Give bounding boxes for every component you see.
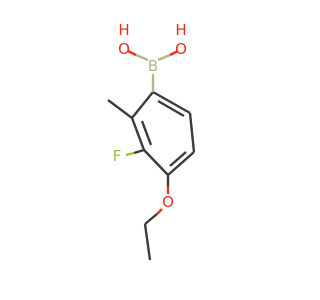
ring-bond-c1-c2 [131,91,154,119]
hydroxyl-right-hydrogen-label: H [175,21,186,39]
ring-bond-c3-c4 [143,149,169,176]
boron-atom-label: B [148,57,158,75]
bond-c2-methyl [107,99,133,119]
bond-o-right-b [169,49,179,57]
bond-o-ch2-carbon-side [144,213,158,225]
fluorine-atom-label: F [113,147,122,165]
bond-o-ch2-oxygen-side [156,208,163,215]
ring-double-bond-c1-c6 [157,99,185,118]
ring-bond-c6-c1 [152,90,191,115]
molecule-canvas: B O H O H F O [107,21,196,261]
molecule-structure: B O H O H F O [107,21,196,261]
bond-b-o-right [157,53,171,62]
bond-o-left-b [127,49,137,57]
hydroxyl-left-hydrogen-label: H [118,21,129,39]
methyl-group [107,99,133,119]
boronic-acid-group: B O H O H [118,21,187,92]
bond-b-o-left [135,53,149,62]
ring-bond-c4-c5 [167,151,195,176]
ring-double-bond-c2-c3 [140,120,153,146]
ring-bond-c2-c3 [130,117,146,151]
bond-c3-f-fluorine-side [125,151,135,157]
hydroxyl-right-oxygen-label: O [175,40,187,58]
fluoro-group: F [113,147,145,165]
ring-double-bond-c4-c5 [169,151,187,167]
ring-bond-c5-c6 [188,112,196,153]
bond-ch2-ch3 [143,223,152,261]
benzene-ring [130,90,196,176]
ether-oxygen-atom-label: O [162,193,174,211]
ethoxy-group: O [143,175,174,261]
hydroxyl-left-oxygen-label: O [118,40,130,58]
bond-c3-f-carbon-side [133,148,145,155]
